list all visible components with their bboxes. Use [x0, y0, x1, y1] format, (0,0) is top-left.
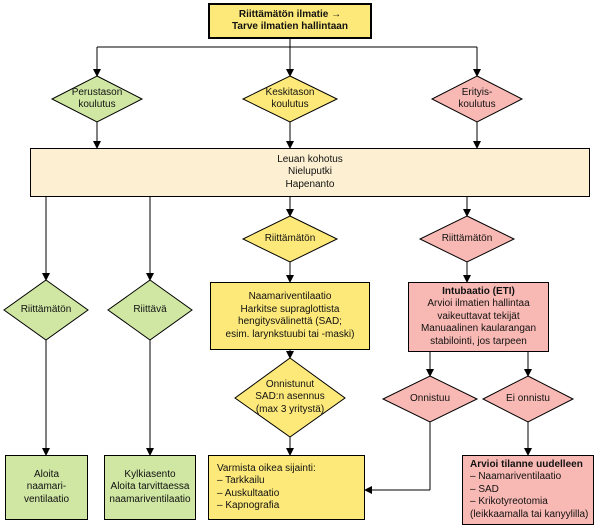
text-line: Riittämätön ilmatie →	[238, 8, 342, 20]
text-line: koulutus	[78, 99, 116, 110]
text-line: – SAD	[470, 483, 499, 495]
diamond-left-sufficient	[107, 279, 193, 341]
intubation-box: Intubaatio (ETI) Arvioi ilmatien hallint…	[408, 282, 549, 352]
text-line: Nieluputki	[288, 166, 332, 178]
label-eti-fail: Ei onnistu	[483, 376, 573, 422]
text-line: esim. larynkstuubi tai -maski)	[225, 328, 355, 340]
start-box: Riittämätön ilmatie →Tarve ilmatien hall…	[208, 3, 372, 39]
reassess-details: – Naamariventilaatio– SAD– Krikotyreotom…	[470, 471, 588, 521]
label-left-insufficient: Riittämätön	[4, 280, 88, 340]
text-line: Arvioi ilmatien hallintaa	[427, 298, 530, 310]
arrows-left-columns	[42, 340, 154, 456]
label-eti-success: Onnistuu	[383, 376, 477, 422]
text-line: Ei onnistu	[506, 392, 550, 404]
text-line: Harkitse supraglottista	[240, 303, 340, 315]
arrows-from-basic-actions	[42, 197, 471, 281]
arrows-from-start	[93, 39, 481, 77]
text-line: Riittämätön	[441, 232, 493, 244]
diamond-left-insufficient	[3, 279, 89, 341]
label-special-training: Erityis-koulutus	[432, 76, 522, 122]
text-line: – Kapnografia	[217, 500, 280, 511]
text-line: Aloita tarvittaessa	[110, 481, 190, 493]
diamond-right-insufficient	[418, 215, 516, 263]
text-line: naamariventilaatio	[109, 493, 191, 505]
text-line: – Naamariventilaatio	[470, 471, 562, 483]
text-line: hengitysvälinettä (SAD;	[238, 316, 342, 327]
text-line: naamari-	[26, 481, 67, 493]
diamond-eti-fail	[481, 375, 575, 423]
arrows-to-basic-actions	[93, 122, 481, 149]
text-line: Aloita	[33, 468, 59, 480]
diamond-basic-training	[50, 75, 144, 123]
text-line: (leikkaamalla tai kanyylilla)	[470, 508, 589, 520]
diamond-eti-success	[381, 375, 479, 423]
text-line: koulutus	[271, 99, 309, 110]
text-line: Naamariventilaatio	[248, 291, 332, 302]
label-mid-insufficient: Riittämätön	[243, 216, 337, 262]
diamond-sad-success	[234, 357, 346, 438]
text-line: – Krikotyreotomia	[470, 496, 548, 508]
text-line: Varmista oikea sijainti:	[217, 462, 316, 474]
text-line: Riittämätön	[20, 303, 72, 315]
text-line: Perustason	[71, 86, 123, 98]
text-line: Riittävä	[133, 303, 167, 315]
text-line: Riittämätön	[264, 232, 316, 244]
text-line: Keskitason	[265, 86, 315, 98]
text-line: Manuaalinen kaularangan	[420, 323, 537, 335]
text-line: stabilointi, jos tarpeen	[430, 335, 527, 347]
reassess-title: Arvioi tilanne uudelleen	[470, 458, 583, 470]
text-line: Kylkiasento	[124, 468, 176, 480]
label-right-insufficient: Riittämätön	[420, 216, 514, 262]
intubation-title: Intubaatio (ETI)	[442, 285, 515, 297]
diamond-intermediate-training	[241, 75, 339, 123]
text-line: Erityis-	[461, 86, 493, 98]
text-line: Leuan kohotus	[277, 153, 343, 165]
text-line: ventilaatio	[23, 493, 70, 505]
text-line: vaikeuttavat tekijät	[437, 310, 520, 322]
text-line: Onnistunut	[265, 378, 315, 390]
text-line: Hapenanto	[285, 178, 335, 190]
arrows-right-column	[364, 262, 532, 494]
text-line: koulutus	[458, 99, 496, 110]
text-line: SAD:n asennus	[255, 391, 325, 403]
label-left-sufficient: Riittävä	[108, 280, 192, 340]
text-line: Onnistuu	[409, 392, 451, 404]
reassess-box: Arvioi tilanne uudelleen – Naamariventil…	[462, 455, 594, 525]
verify-position-box: Varmista oikea sijainti:– Tarkkailu– Aus…	[208, 455, 365, 520]
diamond-special-training	[430, 75, 524, 123]
text-line: – Tarkkailu	[217, 475, 265, 486]
text-line: – Auskultaatio	[217, 487, 280, 499]
text-line: (max 3 yritystä)	[255, 403, 325, 415]
diamond-mid-insufficient	[241, 215, 339, 263]
text-line: Tarve ilmatien hallintaan	[232, 21, 348, 32]
